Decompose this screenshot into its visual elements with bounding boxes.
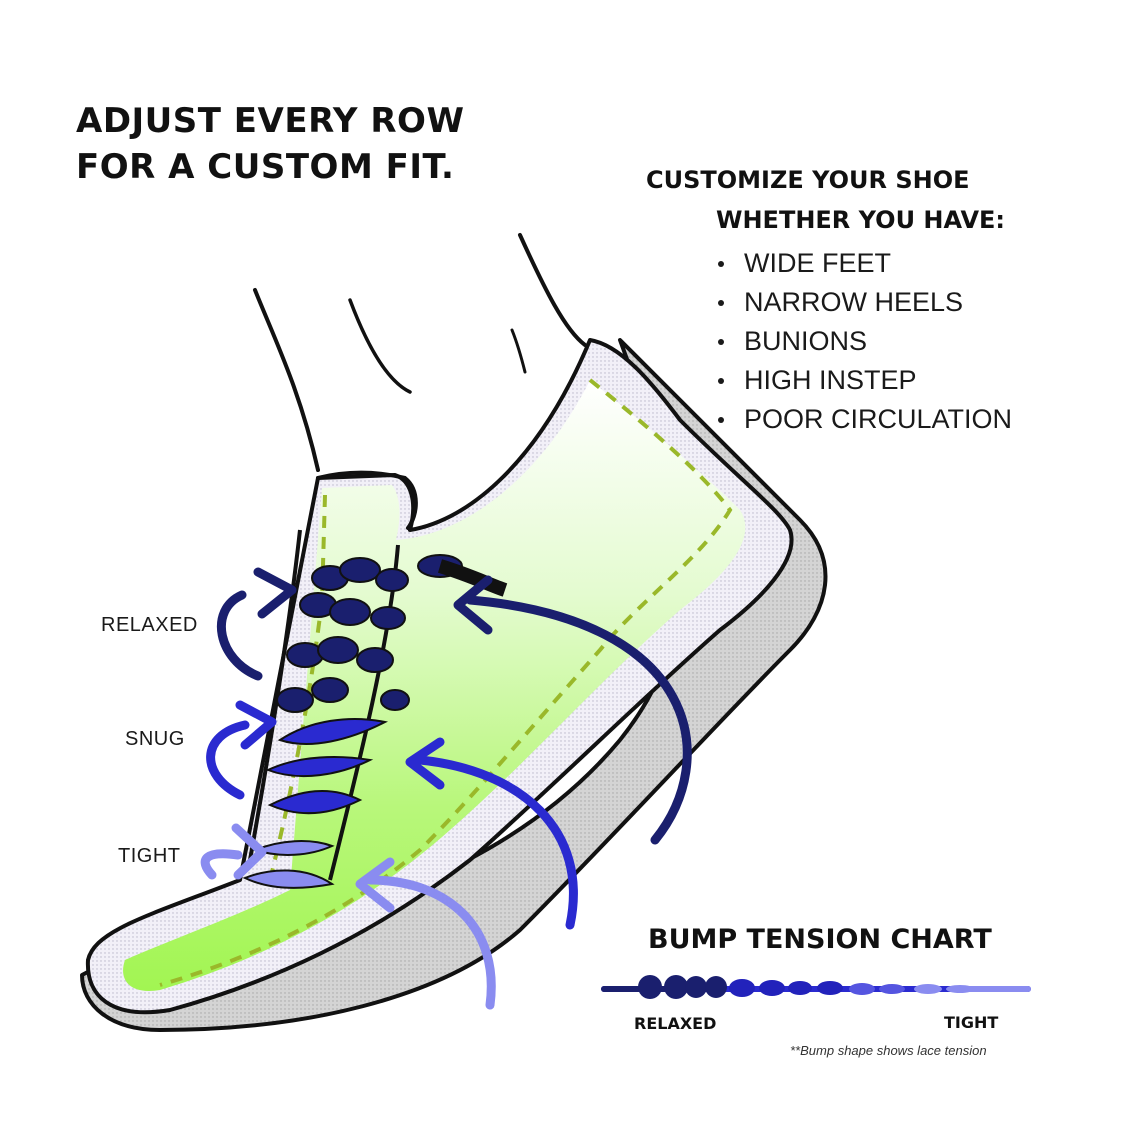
list-item-label: BUNIONS <box>744 326 868 356</box>
list-item: WIDE FEET <box>716 244 1012 283</box>
laces-snug <box>265 718 389 815</box>
arrow-side-relaxed <box>465 595 692 845</box>
customize-title-line2: WHETHER YOU HAVE: <box>716 206 1006 234</box>
arrow-side-relaxed-head <box>453 575 493 635</box>
arrow-side-snug <box>415 755 578 930</box>
headline-line2: FOR A CUSTOM FIT. <box>76 147 455 187</box>
label-relaxed: RELAXED <box>101 614 198 636</box>
bullet-icon <box>718 338 724 345</box>
arrow-side-snug-head <box>405 737 445 790</box>
chart-title: BUMP TENSION CHART <box>648 924 992 955</box>
laces-tight <box>242 554 508 889</box>
arrow-side-tight <box>365 875 496 1010</box>
headline: ADJUST EVERY ROW FOR A CUSTOM FIT. <box>76 98 464 190</box>
leg-outline-back <box>518 233 587 347</box>
arrow-side-tight-head <box>355 857 395 913</box>
bullet-icon <box>718 416 724 423</box>
customize-title-line1: CUSTOMIZE YOUR SHOE <box>646 166 970 194</box>
list-item: BUNIONS <box>716 322 1012 361</box>
chart-left-label: RELAXED <box>634 1014 717 1033</box>
list-item-label: WIDE FEET <box>744 248 891 278</box>
list-item-label: POOR CIRCULATION <box>744 404 1013 434</box>
list-item-label: HIGH INSTEP <box>744 365 917 395</box>
label-snug: SNUG <box>125 728 185 750</box>
laces-relaxed <box>276 557 410 713</box>
arrow-tight <box>200 823 267 880</box>
bullet-icon <box>718 260 724 267</box>
customize-list: WIDE FEET NARROW HEELS BUNIONS HIGH INST… <box>716 244 1012 439</box>
ankle-crease <box>348 298 412 394</box>
ankle-line <box>510 328 527 374</box>
leg-outline-front <box>253 288 320 472</box>
arrow-relaxed <box>216 567 297 681</box>
bullet-icon <box>718 377 724 384</box>
shoe-tongue <box>316 470 418 530</box>
list-item: NARROW HEELS <box>716 283 1012 322</box>
list-item-label: NARROW HEELS <box>744 287 964 317</box>
arrow-snug <box>206 700 277 800</box>
lace-edge-left <box>248 529 302 861</box>
bullet-icon <box>718 299 724 306</box>
list-item: POOR CIRCULATION <box>716 400 1012 439</box>
chart-right-label: TIGHT <box>944 1013 999 1032</box>
headline-line1: ADJUST EVERY ROW <box>76 101 465 141</box>
foot-dashed-outline <box>159 378 733 987</box>
bump-tension-graphic <box>601 975 1031 999</box>
label-tight: TIGHT <box>118 845 181 867</box>
chart-note: **Bump shape shows lace tension <box>790 1043 987 1058</box>
list-item: HIGH INSTEP <box>716 361 1012 400</box>
foot-interior <box>123 380 746 991</box>
